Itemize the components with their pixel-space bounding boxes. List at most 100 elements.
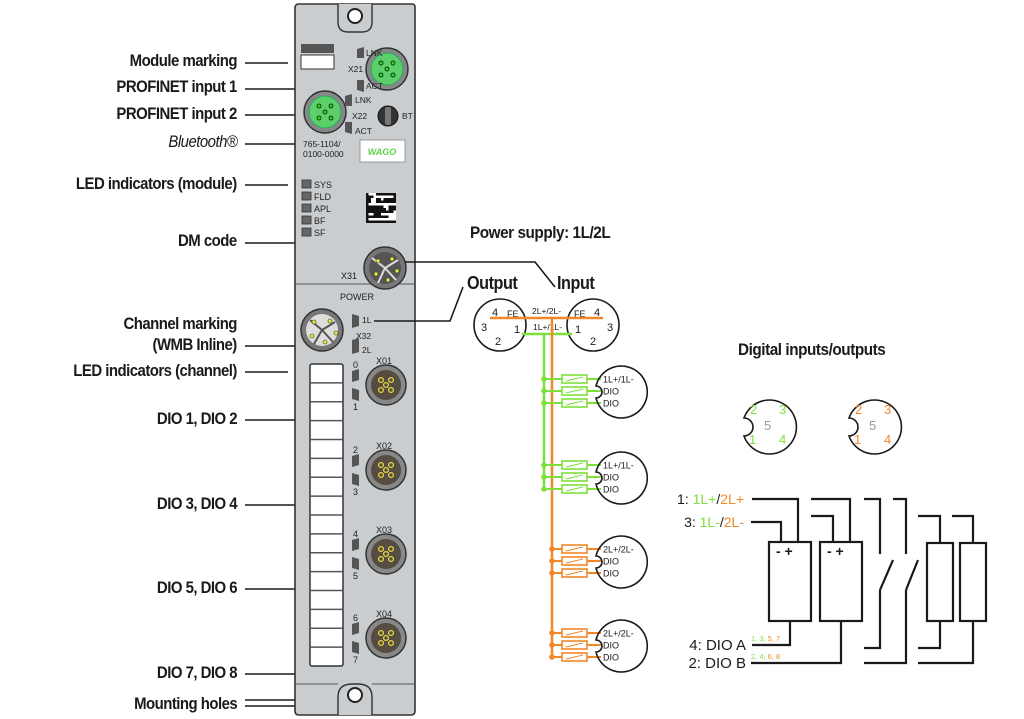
dm-module bbox=[386, 215, 389, 218]
fuse-element bbox=[565, 400, 584, 406]
callout-channel-marking-sub: (WMB Inline) bbox=[152, 335, 238, 354]
dm-module bbox=[393, 193, 396, 196]
lnk-x21-label: LNK bbox=[366, 48, 383, 58]
dm-module bbox=[368, 205, 371, 208]
channel-line-label: DIO bbox=[603, 473, 619, 483]
green-pin-1: 1 bbox=[749, 432, 756, 447]
x32-1l-label: 1L bbox=[362, 315, 372, 325]
dm-module bbox=[366, 205, 369, 208]
dm-module bbox=[383, 200, 386, 203]
led-sf-label: SF bbox=[314, 228, 326, 238]
dm-module bbox=[391, 210, 394, 213]
pinout-orange bbox=[847, 399, 903, 455]
callout-profinet-input-2: PROFINET input 2 bbox=[116, 104, 238, 123]
connector-pin bbox=[387, 376, 395, 384]
dm-module bbox=[386, 193, 389, 196]
channel-line-label: 2L+/2L- bbox=[603, 629, 634, 639]
dm-module bbox=[368, 198, 371, 201]
line-1-prefix: 1: bbox=[677, 491, 693, 507]
connector-pin bbox=[387, 471, 395, 479]
output-label: Output bbox=[467, 273, 518, 293]
channel-line-label: DIO bbox=[603, 485, 619, 495]
lnk-x22-label: LNK bbox=[355, 95, 372, 105]
channel-led bbox=[352, 622, 359, 635]
callout-bluetooth: Bluetooth® bbox=[168, 132, 238, 151]
out-fe: FE bbox=[507, 309, 519, 319]
channel-number: 3 bbox=[353, 487, 358, 497]
connector-pin bbox=[382, 550, 390, 558]
dm-module bbox=[373, 220, 376, 223]
switch-1-contact bbox=[878, 559, 895, 591]
channel-led bbox=[352, 369, 359, 382]
dm-module bbox=[376, 200, 379, 203]
fuse-element bbox=[565, 388, 584, 394]
dm-module bbox=[388, 210, 391, 213]
io-schematic bbox=[751, 497, 988, 665]
bus-2l-label: 2L+/2L- bbox=[532, 306, 561, 316]
dm-module bbox=[371, 215, 374, 218]
bottom-mounting-hole bbox=[347, 687, 363, 703]
dm-module bbox=[366, 198, 369, 201]
connector-pin bbox=[387, 639, 395, 647]
switch-2-top bbox=[893, 497, 908, 554]
callout-dio-5-6: DIO 5, DIO 6 bbox=[156, 578, 238, 597]
orange-pin-1: 1 bbox=[854, 432, 861, 447]
dm-module bbox=[381, 215, 384, 218]
port-label-x02: X02 bbox=[376, 441, 392, 451]
dm-module bbox=[388, 198, 391, 201]
x21-label: X21 bbox=[348, 64, 363, 74]
dm-module bbox=[366, 218, 369, 221]
in-pin-1: 1 bbox=[575, 324, 581, 336]
fuse-element bbox=[565, 642, 584, 648]
connector-pin bbox=[377, 386, 385, 394]
fuse-element bbox=[565, 558, 584, 564]
green-pin-2: 2 bbox=[750, 402, 757, 417]
connector-pin bbox=[387, 545, 395, 553]
channel-number: 0 bbox=[353, 360, 358, 370]
port-label-x01: X01 bbox=[376, 356, 392, 366]
callout-dio-7-8: DIO 7, DIO 8 bbox=[156, 663, 238, 682]
dm-module bbox=[366, 210, 369, 213]
x31-pins bbox=[373, 256, 400, 283]
out-pin-3: 3 bbox=[481, 322, 487, 334]
dm-module bbox=[381, 208, 384, 211]
dm-module bbox=[393, 205, 396, 208]
digital-io-diagram: 2 3 1 4 5 2 3 1 4 5 bbox=[677, 399, 988, 672]
dm-module bbox=[376, 213, 379, 216]
connector-pin bbox=[387, 555, 395, 563]
green-pin-4: 4 bbox=[779, 432, 786, 447]
line-3-label: 3: 1L-/2L- bbox=[684, 514, 744, 530]
dm-module bbox=[378, 210, 381, 213]
connector-pin bbox=[377, 461, 385, 469]
part-number-line-2: 0100-0000 bbox=[303, 149, 344, 159]
fuse-element bbox=[565, 376, 584, 382]
dm-module bbox=[393, 200, 396, 203]
dm-module bbox=[393, 195, 396, 198]
dm-module bbox=[373, 208, 376, 211]
dm-code bbox=[366, 193, 396, 223]
dio-b-channels-green: 2, 4, bbox=[751, 652, 766, 661]
dm-module bbox=[381, 220, 384, 223]
channel-led bbox=[352, 557, 359, 570]
led-sf bbox=[301, 227, 312, 237]
orange-pin-3: 3 bbox=[884, 402, 891, 417]
wire-sensor1-dio-a bbox=[752, 621, 792, 647]
x22-pins bbox=[316, 103, 334, 121]
channel-number: 6 bbox=[353, 613, 358, 623]
input-connector-symbol bbox=[566, 298, 620, 352]
load-1-top bbox=[918, 514, 942, 543]
line-3-prefix: 3: bbox=[684, 514, 700, 530]
dm-module bbox=[373, 213, 376, 216]
dm-module bbox=[376, 220, 379, 223]
fuse-element bbox=[565, 546, 584, 552]
connector-x04-face bbox=[371, 623, 401, 653]
line-3-green: 1L- bbox=[700, 514, 721, 530]
dm-module bbox=[391, 193, 394, 196]
dm-module bbox=[366, 203, 369, 206]
x31-label: X31 bbox=[341, 271, 357, 281]
channel-line-label: DIO bbox=[603, 387, 619, 397]
dm-module bbox=[368, 208, 371, 211]
sensor-2-polarity: - + bbox=[827, 543, 844, 559]
dio-a-channels: 1, 3, 5, 7 bbox=[751, 634, 780, 643]
